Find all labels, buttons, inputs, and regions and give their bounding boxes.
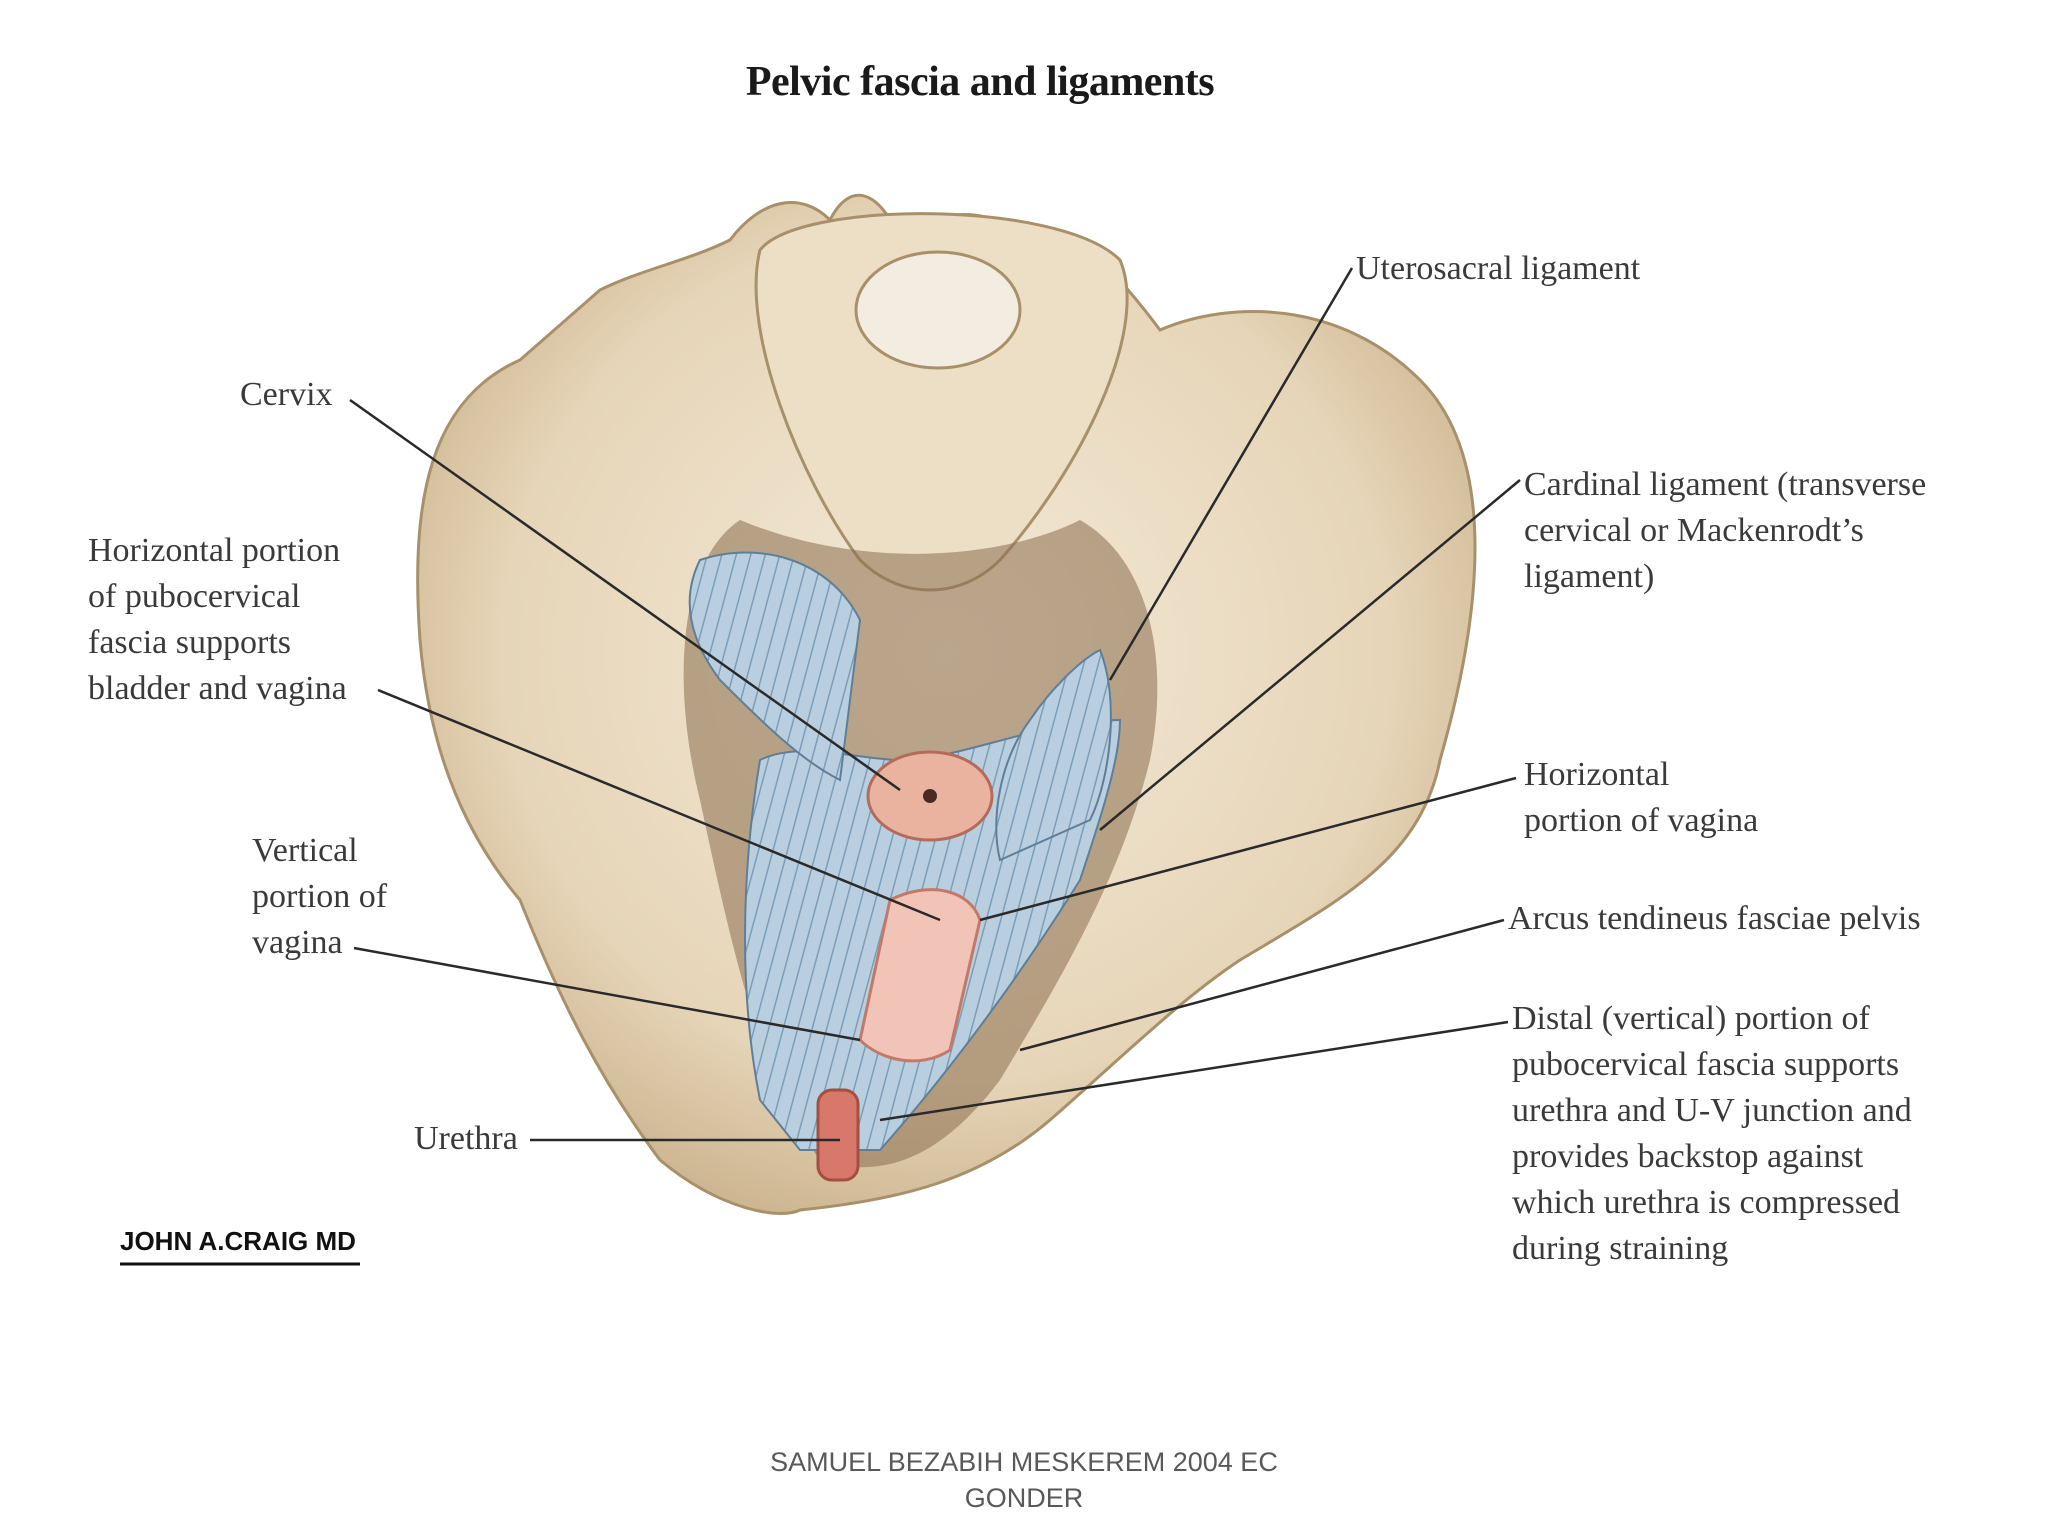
sacrum — [754, 212, 1129, 592]
leader-distal-pubocervical — [879, 1020, 1509, 1122]
label-vertical-vagina: Vertical portion of vagina — [252, 832, 388, 961]
label-uterosacral: Uterosacral ligament — [1356, 250, 1641, 287]
leader-vertical-vagina — [353, 946, 861, 1042]
cervical-os — [923, 789, 937, 803]
leader-uterosacral — [1108, 267, 1354, 681]
uterosacral-fan-right — [995, 648, 1112, 862]
artist-signature: JOHN A.CRAIG MD — [120, 1226, 360, 1266]
label-cardinal: Cardinal ligament (transverse cervical o… — [1524, 466, 1927, 595]
leader-cardinal — [1099, 479, 1521, 831]
svg-text:JOHN A.CRAIG MD: JOHN A.CRAIG MD — [120, 1226, 356, 1256]
vagina-shape — [858, 888, 982, 1063]
label-horizontal-vagina: Horizontal portion of vagina — [1524, 756, 1759, 839]
leader-horizontal-pubocervical — [377, 688, 941, 922]
label-cervix: Cervix — [240, 376, 333, 413]
leader-cervix — [349, 398, 901, 792]
urethra-shape — [816, 1088, 860, 1182]
leader-lines — [349, 267, 1521, 1142]
leader-arcus — [1019, 918, 1505, 1052]
sacral-promontory — [854, 250, 1022, 370]
leader-horizontal-vagina — [979, 776, 1517, 922]
label-distal-pubocervical: Distal (vertical) portion of pubocervica… — [1512, 1000, 1912, 1267]
uterosacral-fan-left — [688, 551, 862, 782]
label-horizontal-pubocervical: Horizontal portion of pubocervical fasci… — [88, 532, 347, 707]
figure-title: Pelvic fascia and ligaments — [745, 59, 1215, 105]
label-arcus: Arcus tendineus fasciae pelvis — [1508, 900, 1921, 937]
footer-credit: SAMUEL BEZABIH MESKEREM 2004 EC GONDER — [770, 1447, 1278, 1513]
label-urethra: Urethra — [414, 1120, 518, 1157]
